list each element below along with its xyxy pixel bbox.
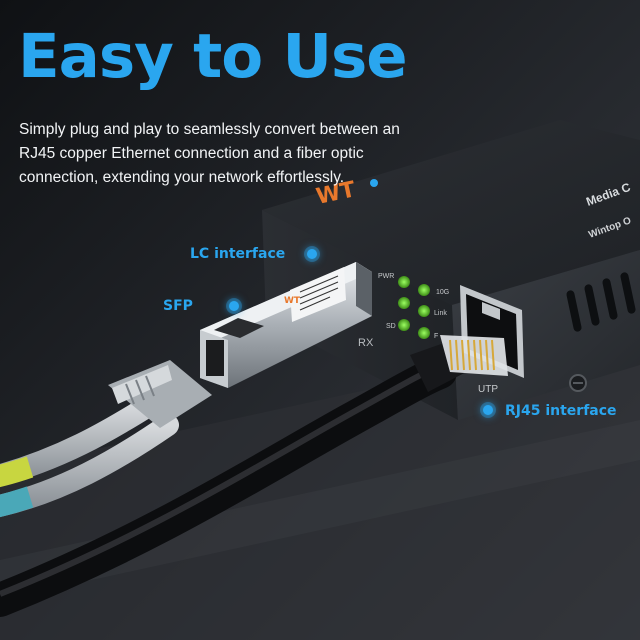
lc-fiber-cable: [0, 360, 212, 518]
lc-pointer-icon: [307, 249, 317, 259]
status-leds: [398, 276, 430, 339]
rj45-interface-callout: RJ45 interface: [505, 403, 617, 419]
led-icon: [398, 319, 410, 331]
led-label-sd: SD: [386, 323, 396, 330]
description-text: Simply plug and play to seamlessly conve…: [19, 121, 400, 186]
sfp-module: WT: [200, 262, 372, 388]
device-top: [262, 120, 640, 305]
led-icon: [418, 284, 430, 296]
sfp-label: SFP: [163, 298, 193, 314]
rj45-pointer-icon: [483, 405, 493, 415]
utp-label: UTP: [478, 384, 498, 395]
led-label-10g: 10G: [436, 289, 449, 296]
rj45-interface-label: RJ45 interface: [505, 403, 617, 419]
led-icon: [398, 297, 410, 309]
rx-label: RX: [358, 337, 374, 349]
sfp-logo: WT: [284, 296, 301, 306]
led-label-link: Link: [434, 310, 447, 317]
led-icon: [418, 327, 430, 339]
led-icon: [398, 276, 410, 288]
lc-interface-label: LC interface: [190, 246, 286, 262]
led-label-f: F: [434, 333, 438, 340]
page-title: Easy to Use: [18, 21, 408, 92]
sfp-pointer-icon: [229, 301, 239, 311]
lc-interface-callout: LC interface: [190, 246, 285, 262]
led-icon: [418, 305, 430, 317]
sfp-callout: SFP: [163, 298, 193, 314]
rj45-cable: [0, 335, 508, 617]
led-label-pwr: PWR: [378, 273, 394, 280]
